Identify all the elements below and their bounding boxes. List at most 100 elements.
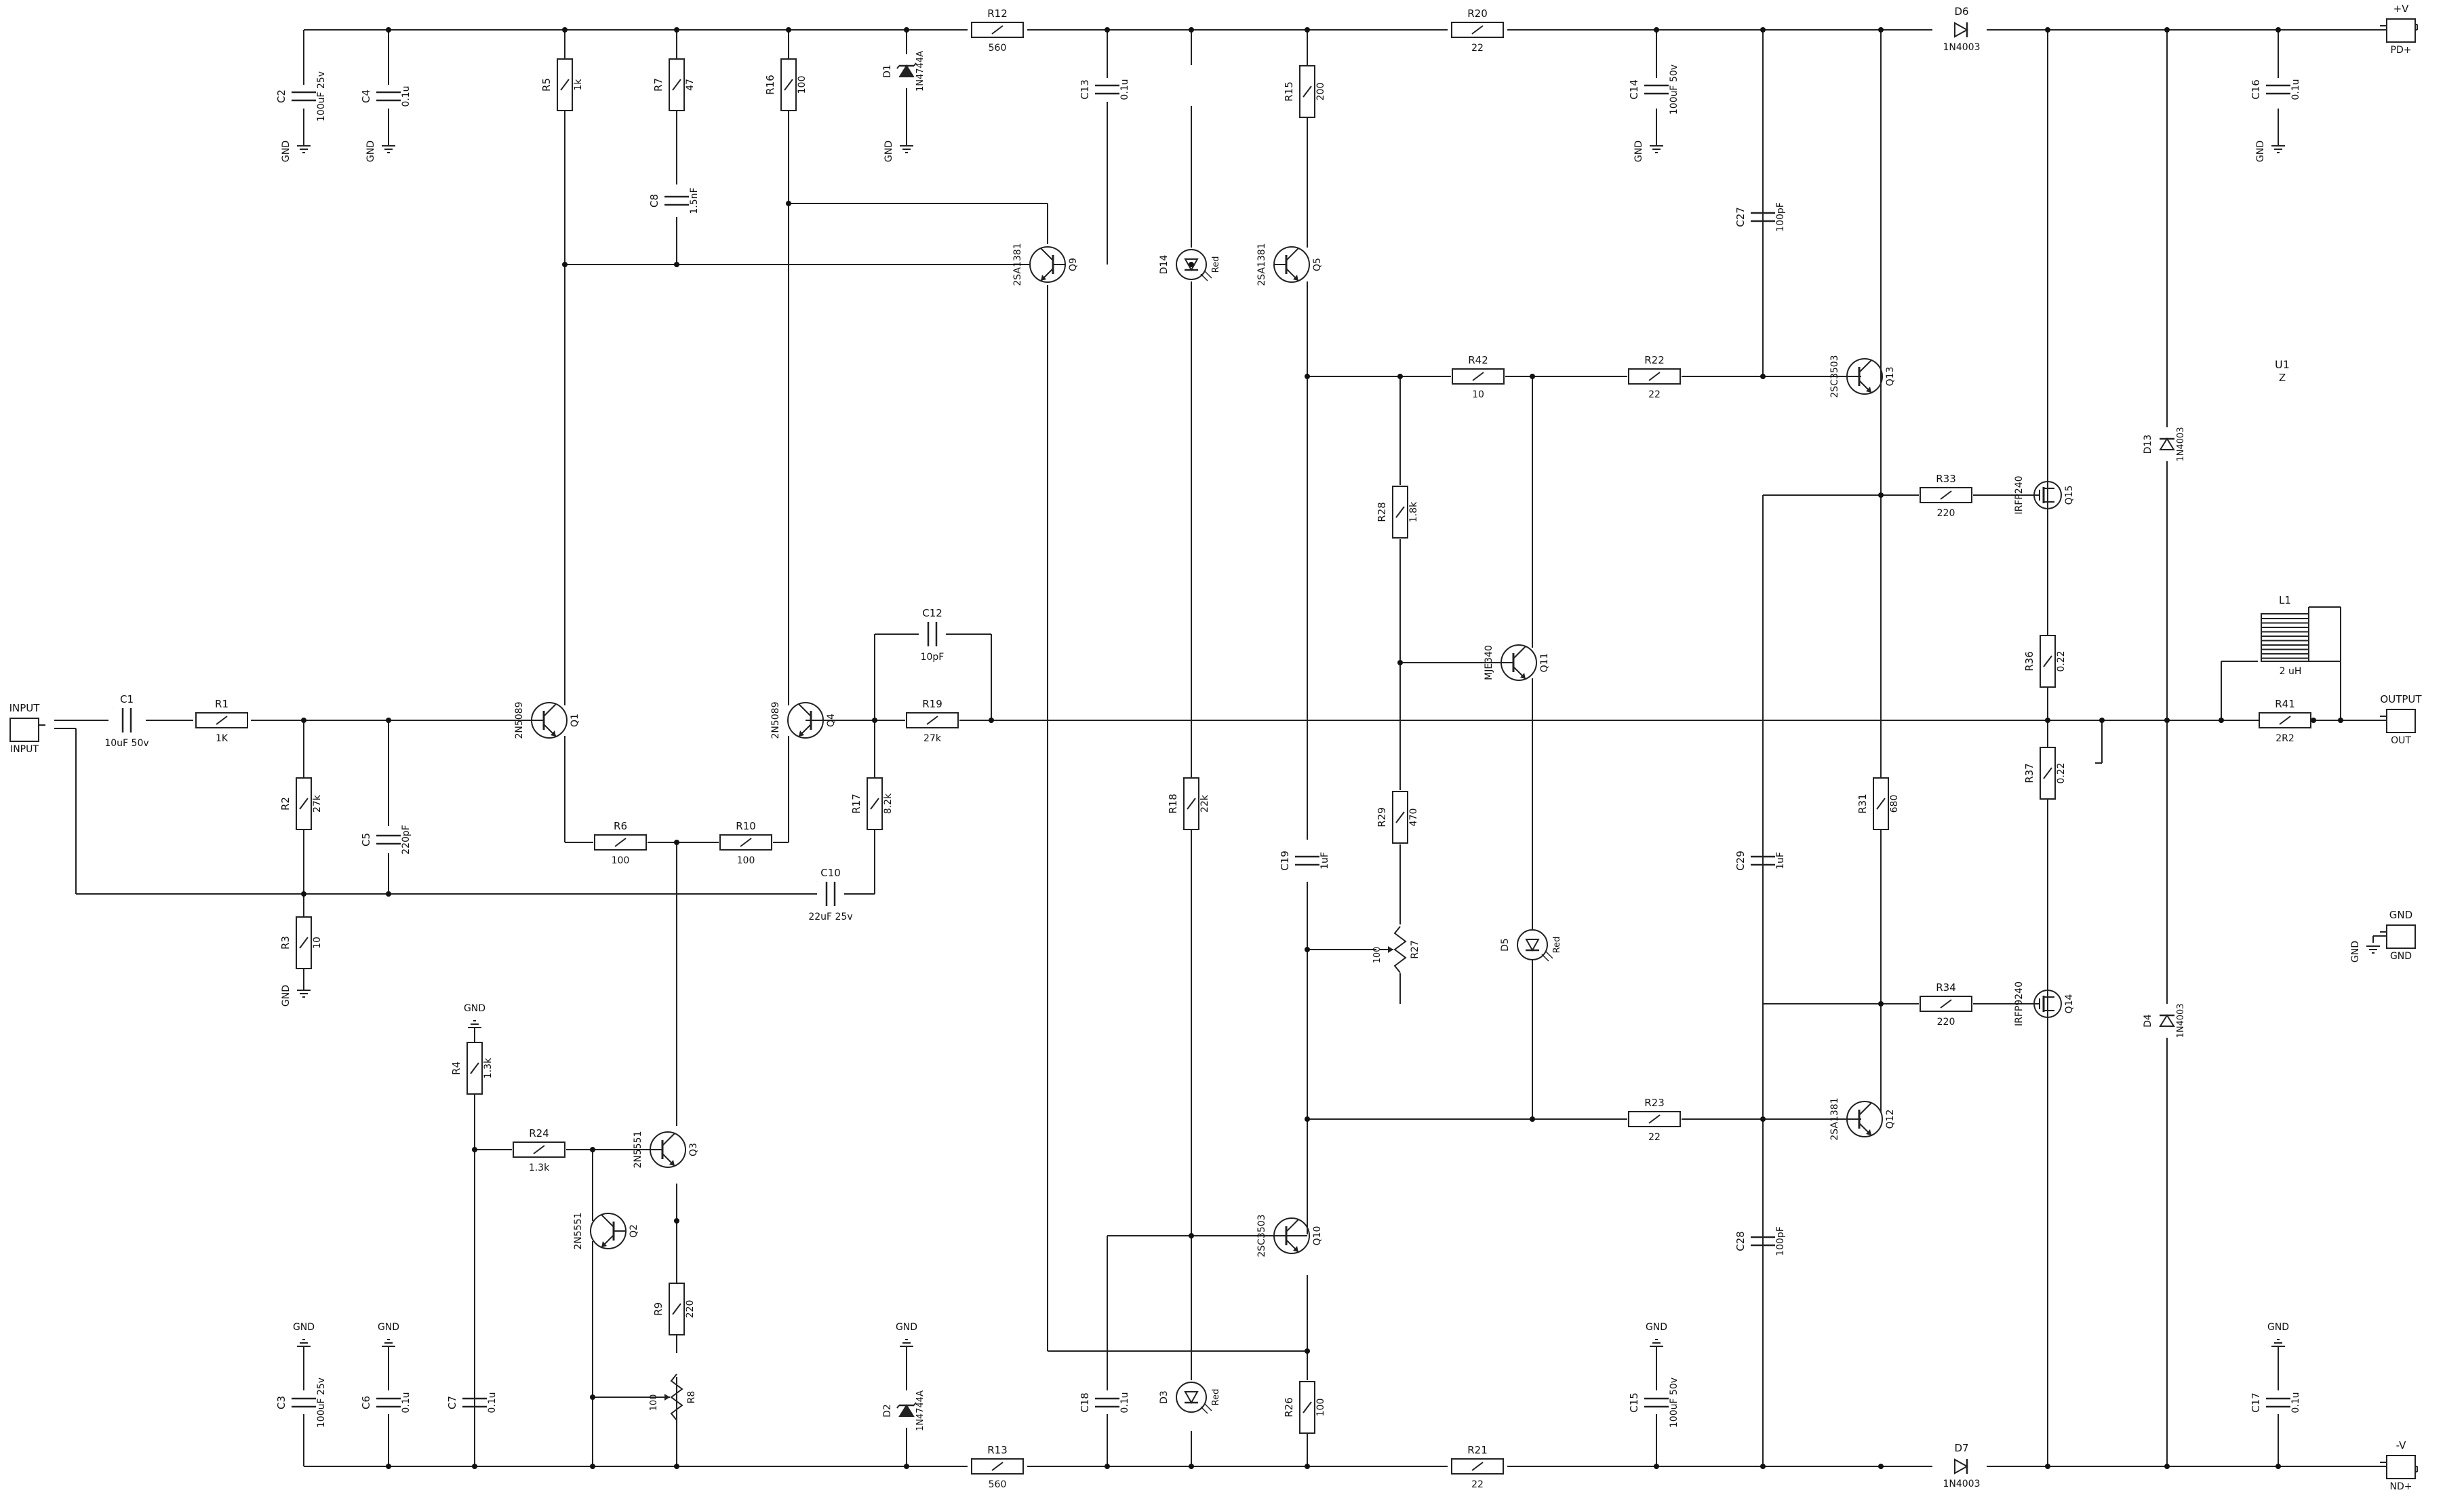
connector-vplus[interactable]: +VPD+ [2380,3,2416,56]
capacitor-value: 0.1u [401,1392,412,1413]
diode-ref: D2 [882,1404,893,1418]
resistor-value: 22 [1648,389,1661,400]
capacitor-ref: C10 [820,867,841,879]
ground-symbol: GND [281,985,311,1007]
mosfet-ref: Q15 [2064,486,2075,505]
polarity-mark: 1 [113,707,114,709]
resistor-value: 470 [1408,808,1419,827]
resistor-ref: R24 [529,1127,549,1139]
resistor-value: 22 [1471,1479,1484,1490]
inductor-l1[interactable]: L12 uH [2261,594,2341,677]
resistor-value: 10 [1472,389,1484,400]
led-ref: D3 [1159,1390,1170,1404]
resistor-ref: R33 [1936,473,1956,485]
resistor-value: 1k [573,79,584,91]
ground-symbol: GND [883,140,913,162]
resistor-ref: R3 [279,936,292,950]
transistor-ref: Q3 [688,1143,699,1156]
capacitor-ref: C29 [1734,851,1747,871]
resistor-ref: R37 [2023,763,2035,783]
diode-ref: D7 [1954,1442,1968,1454]
connector-vminus[interactable]: -VND+ [2380,1439,2416,1492]
